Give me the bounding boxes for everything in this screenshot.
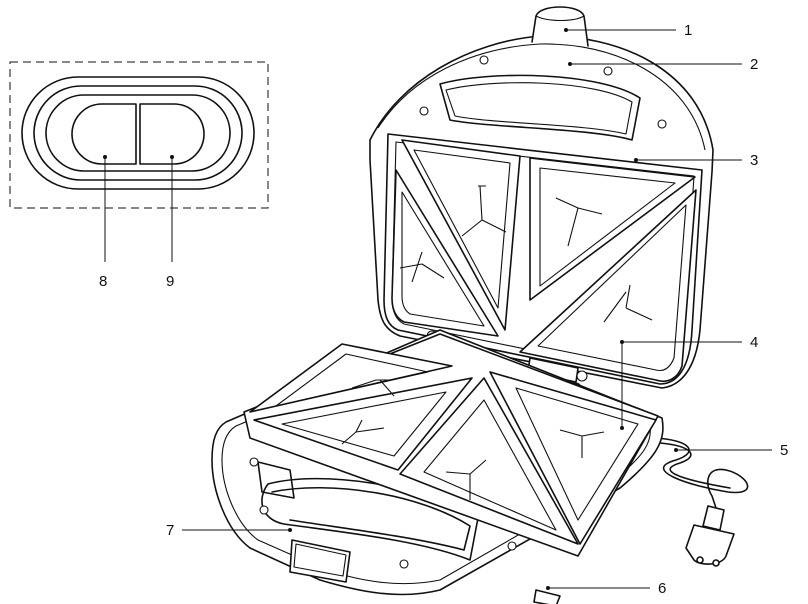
lower-base [211, 329, 664, 604]
indicator-panel-inset: 8 9 [9, 61, 269, 290]
callout-label-9: 9 [166, 273, 174, 290]
plug-strain-relief [702, 505, 725, 531]
callout-label-7: 7 [166, 522, 174, 539]
power-cord [654, 437, 749, 567]
callout-label-6: 6 [658, 580, 666, 597]
base-screw [249, 457, 259, 467]
base-screw [259, 505, 269, 515]
callout-label-5: 5 [780, 442, 788, 459]
base-screw [507, 541, 517, 551]
lid-screw [603, 66, 613, 76]
plug-body [685, 524, 735, 565]
base-latch-catch [289, 539, 351, 583]
indicator-light-left [71, 103, 137, 165]
callout-8-dot [103, 155, 107, 159]
base-foot [533, 589, 561, 604]
callout-label-1: 1 [684, 22, 692, 39]
lid-screw [419, 106, 429, 116]
callout-leaders [182, 28, 772, 590]
callout-label-4: 4 [750, 334, 758, 351]
callout-9-dot [170, 155, 174, 159]
lid-nameplate [439, 74, 641, 141]
indicator-mid-ring [33, 85, 243, 181]
indicator-light-right [139, 103, 205, 165]
lid-top-band [377, 43, 706, 151]
base-screw [399, 559, 409, 569]
plug-pin-left [696, 556, 704, 564]
indicator-outer-ring [21, 76, 255, 190]
lid-screw [479, 55, 489, 65]
indicator-inner-ring [45, 94, 231, 172]
upper-lid [369, 6, 714, 394]
handle-slot [257, 461, 295, 499]
inset-dashed-frame [9, 61, 269, 209]
callout-label-3: 3 [750, 152, 758, 169]
callout-label-8: 8 [99, 273, 107, 290]
lid-screw [657, 119, 667, 129]
callout-label-2: 2 [750, 56, 758, 73]
lid-latch [531, 6, 589, 47]
plug-pin-right [712, 559, 720, 567]
